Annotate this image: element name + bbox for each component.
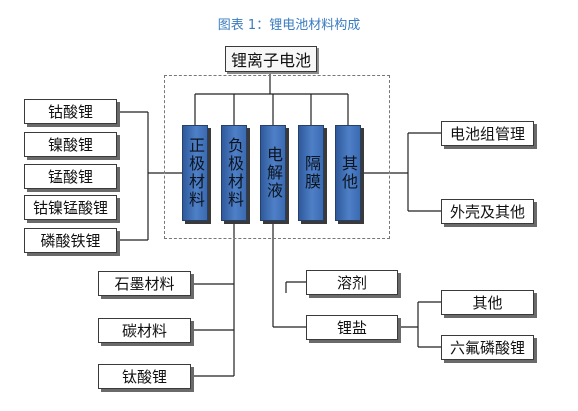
cathode-item: 钴镍锰酸锂 bbox=[24, 195, 117, 220]
category-separator: 隔膜 bbox=[298, 125, 324, 221]
cathode-item: 镍酸锂 bbox=[24, 132, 117, 157]
figure-title: 图表 1：锂电池材料构成 bbox=[217, 18, 361, 33]
cathode-item: 钴酸锂 bbox=[24, 99, 117, 124]
category-anode: 负极材料 bbox=[221, 125, 247, 221]
category-cathode: 正极材料 bbox=[182, 125, 208, 221]
battery-group-box bbox=[164, 75, 390, 239]
electrolyte-item: 溶剂 bbox=[306, 270, 398, 295]
salt-item: 其他 bbox=[441, 290, 534, 315]
category-other: 其他 bbox=[335, 125, 361, 221]
cathode-item: 锰酸锂 bbox=[24, 164, 117, 189]
anode-item: 钛酸锂 bbox=[98, 364, 191, 389]
cathode-item: 磷酸铁锂 bbox=[24, 228, 117, 253]
root-node: 锂离子电池 bbox=[225, 46, 317, 72]
other-item: 电池组管理 bbox=[441, 121, 534, 146]
electrolyte-item: 锂盐 bbox=[306, 315, 398, 340]
anode-item: 石墨材料 bbox=[98, 271, 191, 296]
salt-item: 六氟磷酸锂 bbox=[441, 335, 534, 360]
anode-item: 碳材料 bbox=[98, 318, 191, 343]
other-item: 外壳及其他 bbox=[441, 199, 534, 224]
category-electrolyte: 电解液 bbox=[260, 125, 286, 221]
